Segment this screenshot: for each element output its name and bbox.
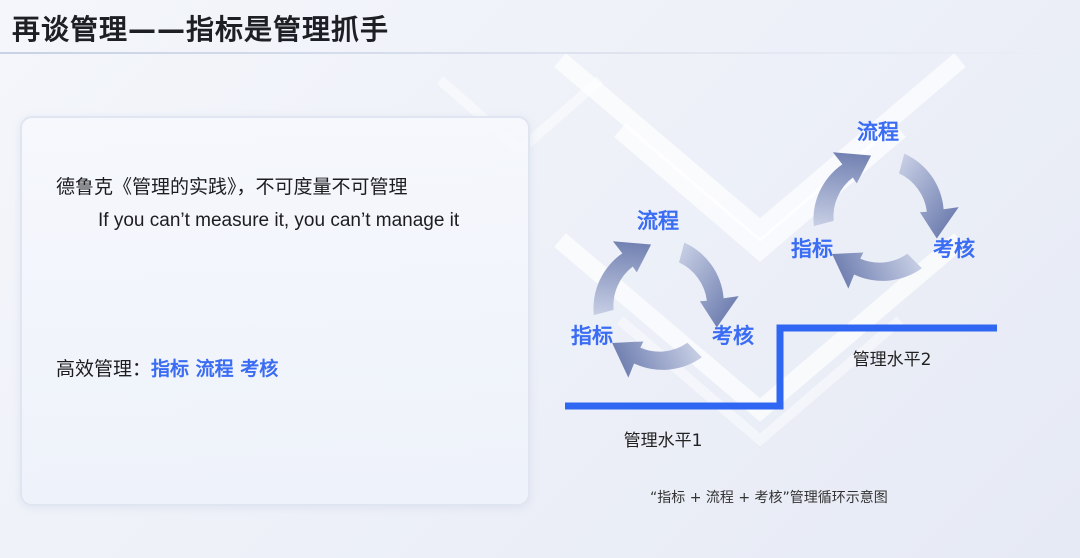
cycle2-assessment-label: 考核 [933,237,975,261]
cycle2-process-label: 流程 [857,120,899,144]
cycle1-indicator-label: 指标 [571,324,613,348]
level-step-line [565,324,997,410]
diagram-caption: “指标 + 流程 + 考核”管理循环示意图 [650,490,888,506]
cycle-arrow [899,153,959,239]
cycle-arrow [813,152,872,227]
cycle2-indicator-label: 指标 [791,237,833,261]
cycle-arrow [593,241,652,316]
efficient-management-line: 高效管理：指标 流程 考核 [56,354,278,381]
drucker-quote-cn: 德鲁克《管理的实践》，不可度量不可管理 [56,176,408,198]
cycle-arrow [832,252,922,289]
level1-label: 管理水平1 [624,431,703,451]
title-underline [0,52,1080,54]
quote-card: 德鲁克《管理的实践》，不可度量不可管理 If you can’t measure… [20,116,530,506]
cycle-level2: 流程 指标 考核 [791,120,975,289]
cycle-arrow [612,341,702,378]
cycle-arrow [679,242,739,328]
cycle1-process-label: 流程 [637,209,679,233]
efficient-management-terms: 指标 流程 考核 [151,358,279,380]
level2-label: 管理水平2 [853,350,932,370]
drucker-quote-en: If you can’t measure it, you can’t manag… [98,210,460,231]
cycle1-assessment-label: 考核 [712,324,754,348]
efficient-management-label: 高效管理： [56,358,152,380]
page-title: 再谈管理——指标是管理抓手 [12,13,390,46]
cycle-level1: 流程 指标 考核 [571,209,754,378]
